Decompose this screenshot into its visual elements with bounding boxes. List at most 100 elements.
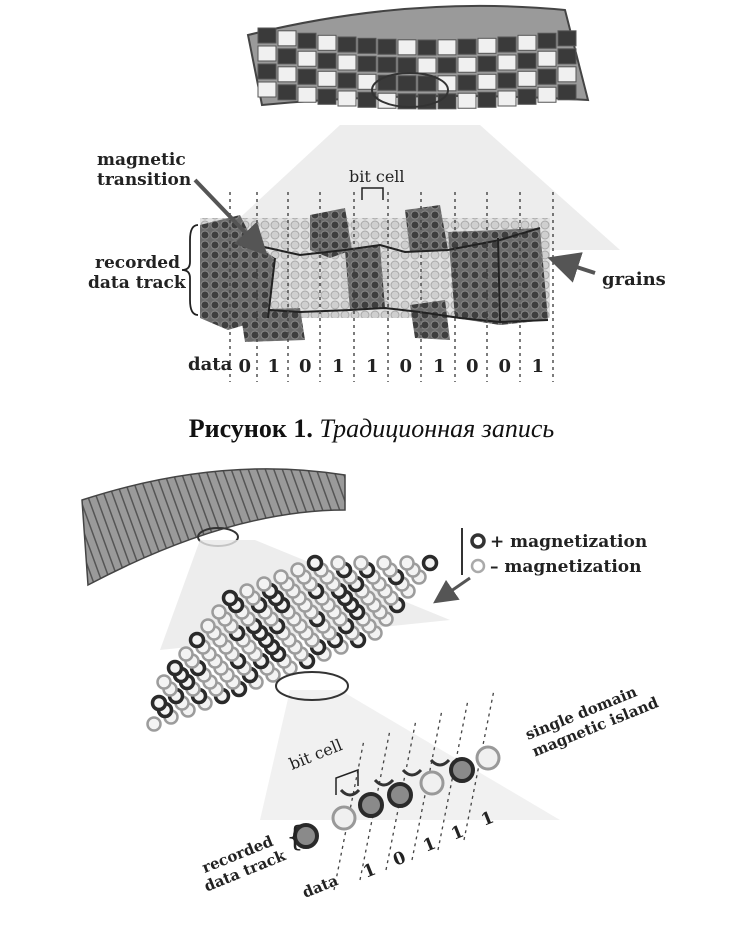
disk-block [557, 48, 577, 65]
disk-block [457, 56, 477, 73]
minus-magnetization-swatch [470, 558, 486, 574]
track-island [293, 823, 319, 849]
domain-1 [200, 215, 275, 330]
disk-block [457, 38, 477, 55]
magnetic-island [273, 569, 289, 585]
data-bit: 1 [532, 356, 545, 377]
magnetic-island [178, 646, 194, 662]
disk-block [537, 86, 557, 103]
data-bit: 0 [400, 356, 413, 377]
bit-divider-line-fig2 [411, 709, 443, 861]
figure2: + magnetization – magnetization bit cell… [81, 468, 661, 902]
disk-block [497, 72, 517, 89]
transition-line-top [254, 227, 541, 257]
track-brace-fig2: { [286, 820, 304, 853]
track-island [475, 745, 501, 771]
disk-block [297, 32, 317, 49]
disk-block [437, 39, 457, 56]
read-head-arc [401, 768, 423, 777]
disk-block [317, 52, 337, 69]
disk-block [497, 36, 517, 53]
zoom-beam-bottom [260, 690, 560, 820]
disk-block [477, 55, 497, 72]
magnetic-island [330, 555, 346, 571]
disk-block [357, 37, 377, 54]
disk-block [317, 88, 337, 105]
disk-block [377, 38, 397, 55]
domain-7 [240, 308, 305, 342]
magnetic-transition-label-line1: magnetic [97, 150, 186, 170]
figure-1-caption: Рисунок 1. Традиционная запись [0, 414, 743, 444]
magnetic-island [376, 555, 392, 571]
plus-magnetization-swatch [470, 533, 486, 549]
minus-magnetization-label: – magnetization [490, 557, 641, 577]
bit-cell-bracket-fig2 [335, 768, 359, 795]
data-bit: 0 [466, 356, 479, 377]
disk-block [317, 34, 337, 51]
disk-block [297, 68, 317, 85]
data-bit: 0 [299, 356, 312, 377]
recorded-data-track-label: recorded data track [88, 253, 187, 293]
disk-block [457, 92, 477, 109]
disk-arc-bottom [81, 468, 346, 587]
bit-divider-line-fig2 [385, 719, 417, 871]
disk-block [377, 56, 397, 73]
track-island [387, 782, 413, 808]
bit-cell-bracket [361, 187, 384, 200]
disk-block [537, 68, 557, 85]
disk-block [417, 75, 437, 92]
disk-block [397, 93, 417, 110]
disk-block [257, 45, 277, 62]
data-bit-fig2: 1 [360, 860, 378, 883]
selection-ellipse-top [371, 72, 449, 108]
data-label-fig2: data [300, 871, 341, 902]
read-head-arc [373, 778, 395, 787]
legend: + magnetization – magnetization [433, 528, 647, 604]
track-brace [181, 224, 199, 316]
bit-divider-line-fig2 [333, 739, 365, 891]
disk-block [357, 91, 377, 108]
disk-block [257, 63, 277, 80]
data-bit: 1 [433, 356, 446, 377]
data-bit: 0 [499, 356, 512, 377]
data-bit: 0 [239, 356, 252, 377]
disk-block [457, 74, 477, 91]
disk-block [437, 93, 457, 110]
disk-block [317, 70, 337, 87]
transition-line-2 [497, 237, 501, 323]
grains-label: grains [602, 269, 666, 290]
transition-line-1 [267, 257, 276, 319]
disk-block [397, 39, 417, 56]
disk-block [517, 34, 537, 51]
disk-track-blocks [257, 27, 577, 110]
disk-block [277, 66, 297, 83]
legend-arrow [433, 576, 471, 604]
magnetic-island [150, 694, 168, 712]
disk-block [557, 30, 577, 47]
disk-block [517, 88, 537, 105]
magnetic-island [353, 555, 369, 571]
caption-number: Рисунок 1. [188, 414, 313, 443]
data-bit-fig2: 1 [420, 834, 438, 857]
disk-block [537, 50, 557, 67]
magnetic-island [166, 659, 184, 677]
disk-block [257, 27, 277, 44]
recorded-label-line1: recorded [95, 253, 180, 273]
disk-block [477, 73, 497, 90]
magnetic-island [399, 555, 415, 571]
disk-block [297, 50, 317, 67]
magnetic-island [221, 589, 239, 607]
disk-block [497, 54, 517, 71]
data-bit: 1 [268, 356, 281, 377]
disk-block [397, 57, 417, 74]
disk-block [357, 55, 377, 72]
transition-line-bottom [267, 306, 549, 324]
disk-block [277, 30, 297, 47]
disk-block [557, 66, 577, 83]
bit-divider-line-fig2 [463, 689, 495, 841]
disk-block [337, 72, 357, 89]
track-island [358, 792, 384, 818]
disk-block [477, 91, 497, 108]
magnetic-island [146, 716, 162, 732]
